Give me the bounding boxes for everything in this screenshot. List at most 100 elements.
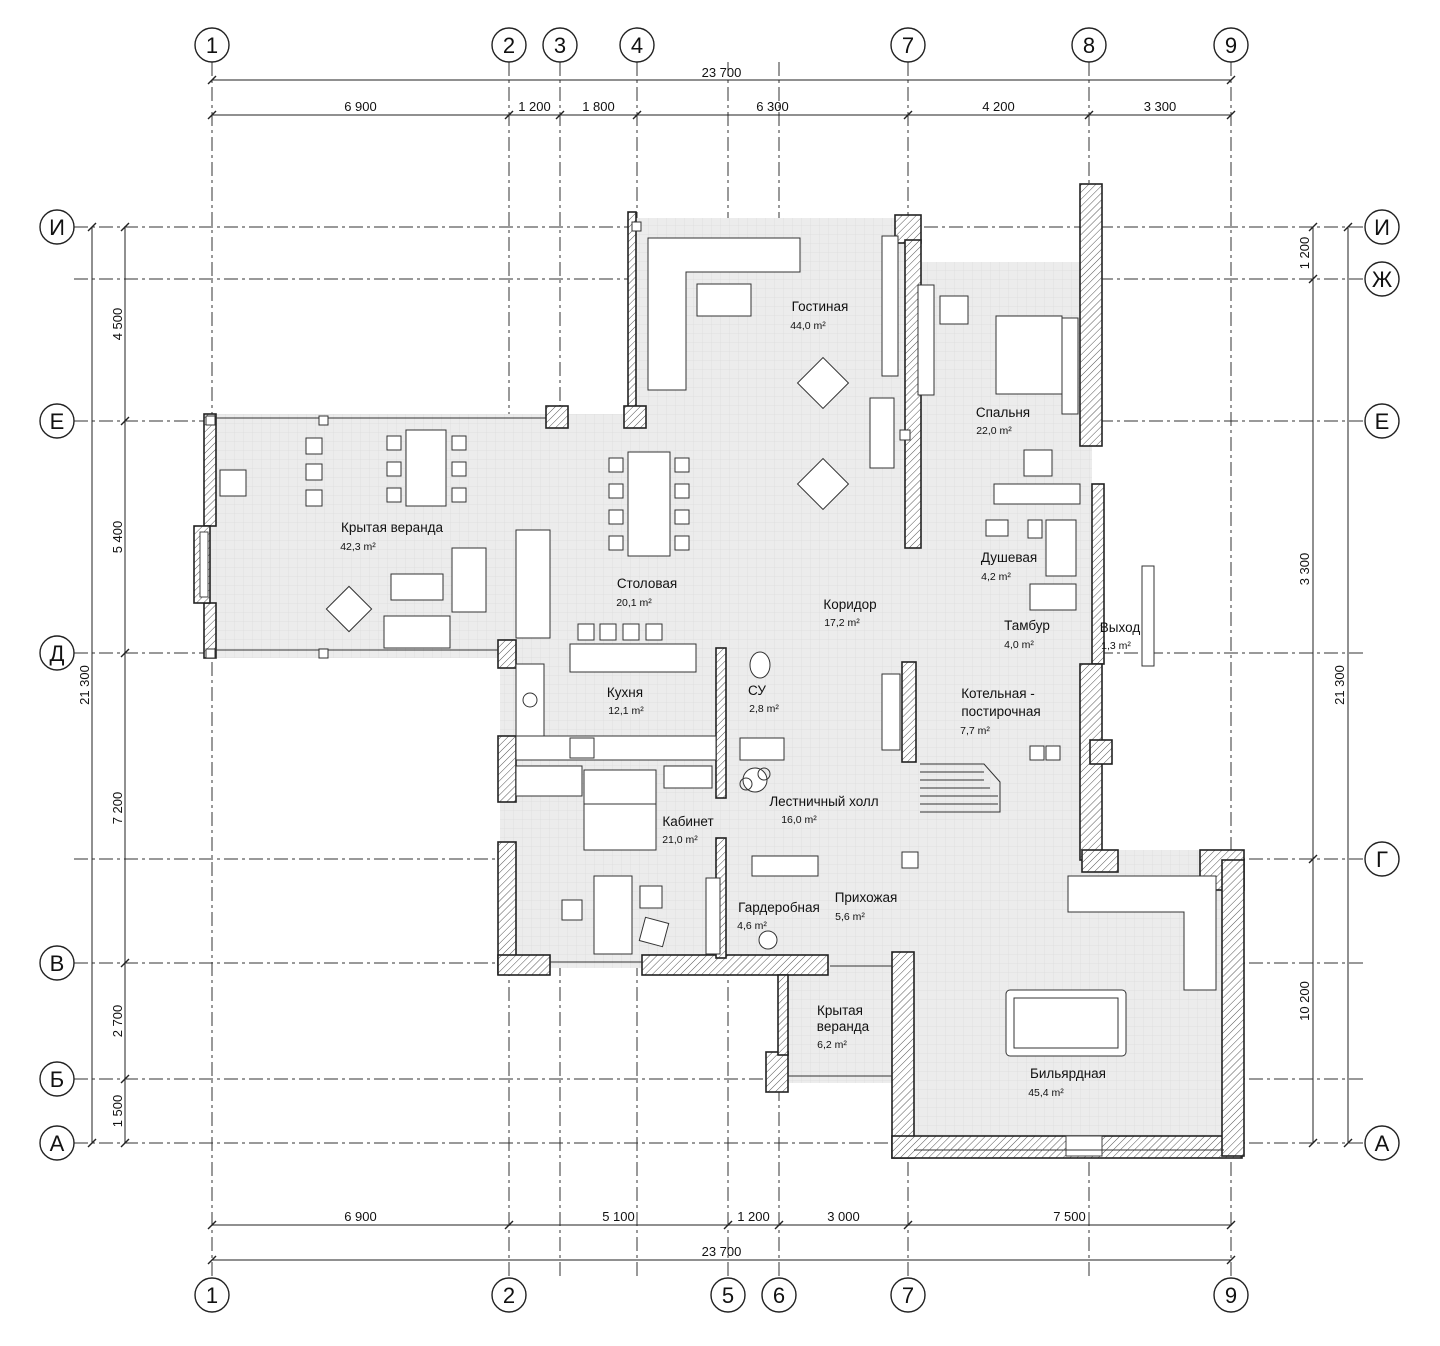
room-kitchen: Кухня 12,1 m² <box>607 685 644 717</box>
room-living: Гостиная 44,0 m² <box>790 299 848 332</box>
axis-bubble: 7 <box>890 27 926 63</box>
svg-text:Лестничный холл: Лестничный холл <box>769 794 878 809</box>
svg-text:Гостиная: Гостиная <box>792 299 849 314</box>
room-small-veranda: Крытая веранда 6,2 m² <box>817 1003 870 1051</box>
room-hallway: Прихожая 5,6 m² <box>835 890 898 923</box>
room-vestibule: Тамбур 4,0 m² <box>1004 618 1050 651</box>
svg-text:5: 5 <box>722 1283 734 1308</box>
dimension-label: 1 200 <box>1297 237 1312 270</box>
room-study: Кабинет 21,0 m² <box>662 814 713 846</box>
furniture <box>219 235 1217 1057</box>
dimension-label: 3 300 <box>1297 553 1312 586</box>
room-exit: Выход 1,3 m² <box>1100 620 1141 652</box>
svg-text:Е: Е <box>1375 409 1390 434</box>
svg-text:Крытая веранда: Крытая веранда <box>341 520 444 535</box>
axis-bubble: И <box>39 209 75 245</box>
svg-text:Бильярдная: Бильярдная <box>1030 1066 1106 1081</box>
room-shower: Душевая 4,2 m² <box>981 550 1037 583</box>
svg-text:5,6 m²: 5,6 m² <box>835 911 865 923</box>
svg-text:4,2 m²: 4,2 m² <box>981 571 1011 583</box>
svg-text:7: 7 <box>902 1283 914 1308</box>
dimension-label: 6 900 <box>344 99 377 114</box>
axis-bubble: В <box>39 945 75 981</box>
svg-text:45,4 m²: 45,4 m² <box>1028 1087 1064 1099</box>
svg-text:Спальня: Спальня <box>976 405 1030 420</box>
dimension-label: 6 900 <box>344 1209 377 1224</box>
dimension-label: 5 100 <box>602 1209 635 1224</box>
svg-text:Гардеробная: Гардеробная <box>738 900 820 915</box>
svg-text:1: 1 <box>206 1283 218 1308</box>
svg-text:4,0 m²: 4,0 m² <box>1004 639 1034 651</box>
room-bedroom: Спальня 22,0 m² <box>976 405 1030 437</box>
svg-text:2,8 m²: 2,8 m² <box>749 703 779 715</box>
svg-text:7,7 m²: 7,7 m² <box>960 725 990 737</box>
dimension-label: 1 800 <box>582 99 615 114</box>
axis-bubble: 1 <box>194 1277 230 1313</box>
dimension-label: 21 300 <box>77 665 92 705</box>
svg-text:Котельная -: Котельная - <box>961 686 1035 701</box>
axis-bubble: 1 <box>194 27 230 63</box>
room-corridor: Коридор 17,2 m² <box>823 597 876 629</box>
axis-bubble: 4 <box>619 27 655 63</box>
dimension-label: 1 200 <box>518 99 551 114</box>
svg-text:постирочная: постирочная <box>961 704 1040 719</box>
svg-text:21,0 m²: 21,0 m² <box>662 834 698 846</box>
axis-bubble: Б <box>39 1061 75 1097</box>
svg-text:22,0 m²: 22,0 m² <box>976 425 1012 437</box>
svg-text:1,3 m²: 1,3 m² <box>1101 640 1131 652</box>
room-billiard: Бильярдная 45,4 m² <box>1028 1066 1106 1099</box>
svg-text:Д: Д <box>50 641 65 666</box>
svg-text:20,1 m²: 20,1 m² <box>616 597 652 609</box>
svg-text:Кухня: Кухня <box>607 685 643 700</box>
room-stair-hall: Лестничный холл 16,0 m² <box>769 794 878 826</box>
axis-bubble: 9 <box>1213 1277 1249 1313</box>
svg-text:А: А <box>50 1131 65 1156</box>
axis-bubble: 2 <box>491 1277 527 1313</box>
svg-text:Б: Б <box>50 1067 64 1092</box>
dimension-label: 3 300 <box>1144 99 1177 114</box>
svg-text:6,2 m²: 6,2 m² <box>817 1039 847 1051</box>
room-covered-veranda: Крытая веранда 42,3 m² <box>340 520 443 553</box>
dimension-label: 23 700 <box>702 65 742 80</box>
walls <box>193 183 1245 1159</box>
dimension-chains: 23 700 6 900 1 200 1 800 6 300 4 200 3 300 6 90… <box>77 0 1353 1265</box>
room-labels: Гостиная 44,0 m² Спальня 22,0 m² Крытая … <box>340 299 1140 1099</box>
dimension-label: 10 200 <box>1297 981 1312 1021</box>
dimension-label: 1 500 <box>110 1095 125 1128</box>
svg-text:Г: Г <box>1376 847 1388 872</box>
room-wardrobe: Гардеробная 4,6 m² <box>737 900 820 932</box>
axis-bubble: Д <box>39 635 75 671</box>
axis-bubble: 7 <box>890 1277 926 1313</box>
dimension-label: 23 700 <box>702 1244 742 1259</box>
dimension-label: 2 700 <box>110 1005 125 1038</box>
room-dining: Столовая 20,1 m² <box>616 576 677 609</box>
svg-text:4,6 m²: 4,6 m² <box>737 920 767 932</box>
axis-bubble: И <box>1364 209 1400 245</box>
svg-text:А: А <box>1375 1131 1390 1156</box>
svg-text:Кабинет: Кабинет <box>662 814 713 829</box>
svg-text:6: 6 <box>773 1283 785 1308</box>
axis-bubble: 3 <box>542 27 578 63</box>
room-boiler: Котельная - постирочная 7,7 m² <box>960 686 1041 737</box>
svg-text:12,1 m²: 12,1 m² <box>608 705 644 717</box>
svg-text:Тамбур: Тамбур <box>1004 618 1050 633</box>
svg-text:И: И <box>1374 215 1390 240</box>
svg-text:Столовая: Столовая <box>617 576 677 591</box>
svg-text:Выход: Выход <box>1100 620 1141 635</box>
axis-bubble: Е <box>1364 403 1400 439</box>
dimension-label: 4 200 <box>982 99 1015 114</box>
svg-text:Душевая: Душевая <box>981 550 1037 565</box>
svg-text:Е: Е <box>50 409 65 434</box>
axis-bubble: 8 <box>1071 27 1107 63</box>
dimension-label: 6 300 <box>756 99 789 114</box>
svg-text:Крытая: Крытая <box>817 1003 863 1018</box>
axis-bubble: Е <box>39 403 75 439</box>
svg-text:9: 9 <box>1225 33 1237 58</box>
dimension-label: 1 200 <box>737 1209 770 1224</box>
axis-bubble: А <box>1364 1125 1400 1161</box>
dimension-label: 7 500 <box>1053 1209 1086 1224</box>
svg-text:42,3 m²: 42,3 m² <box>340 541 376 553</box>
dimension-label: 3 000 <box>827 1209 860 1224</box>
